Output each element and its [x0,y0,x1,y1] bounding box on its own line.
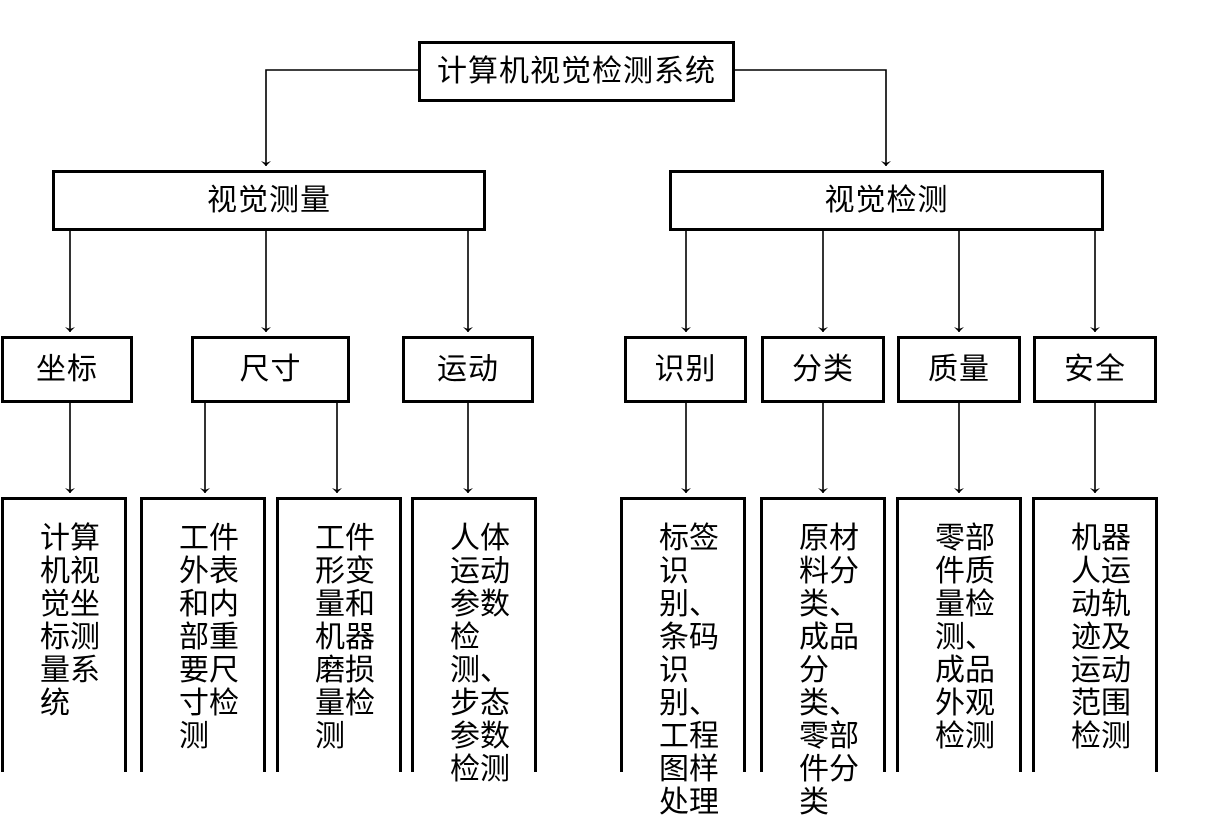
leaf-node-text: 工件外表和内部重要尺寸检测 [179,521,239,754]
leaf-node-text: 计算机视觉坐标测量系统 [40,521,100,721]
category-node-label: 识别 [654,351,717,387]
leaf-node-text: 原材料分类、成品分类、零部件分类 [799,521,859,820]
category-node-recognition: 识别 [624,336,747,403]
category-node-label: 运动 [437,351,499,387]
branch-node-label: 视觉检测 [824,182,949,218]
category-node-quality: 质量 [897,336,1021,403]
category-node-safety: 安全 [1033,336,1157,403]
leaf-node-text: 机器人运动轨迹及运动范围检测 [1071,521,1131,754]
leaf-node-dimension-inspection: 工件外表和内部重要尺寸检测 [140,497,266,772]
category-node-size: 尺寸 [191,336,350,403]
category-node-classification: 分类 [761,336,885,403]
leaf-node-robot-motion-range: 机器人运动轨迹及运动范围检测 [1032,497,1158,772]
root-node-label: 计算机视觉检测系统 [437,53,716,89]
leaf-node-text: 工件形变量和机器磨损量检测 [315,521,375,754]
leaf-node-coordinate-measurement: 计算机视觉坐标测量系统 [1,497,127,772]
arrow-root-to-inspection [734,69,891,166]
branch-node-inspection: 视觉检测 [669,170,1104,231]
leaf-node-human-motion: 人体运动参数检测、步态参数检测 [411,497,537,786]
leaf-node-text: 零部件质量检测、成品外观检测 [935,521,995,754]
arrow-root-to-measurement [261,69,418,166]
leaf-node-label-recognition: 标签识别、条码识别、工程图样处理 [620,497,746,819]
connector-lines [65,69,1100,493]
category-node-motion: 运动 [402,336,534,403]
category-node-label: 尺寸 [239,351,302,387]
leaf-node-deformation-wear: 工件形变量和机器磨损量检测 [276,497,402,772]
category-node-coordinate: 坐标 [1,336,133,403]
category-node-label: 分类 [792,351,854,387]
category-node-label: 坐标 [36,351,98,387]
leaf-node-quality-inspection: 零部件质量检测、成品外观检测 [896,497,1022,772]
leaf-node-material-classification: 原材料分类、成品分类、零部件分类 [760,497,886,819]
branch-node-measurement: 视觉测量 [52,170,486,231]
category-node-label: 质量 [928,351,990,387]
root-node: 计算机视觉检测系统 [418,41,735,102]
category-node-label: 安全 [1064,351,1126,387]
branch-node-label: 视觉测量 [207,182,331,218]
leaf-node-text: 人体运动参数检测、步态参数检测 [450,521,510,787]
leaf-node-text: 标签识别、条码识别、工程图样处理 [659,521,719,820]
